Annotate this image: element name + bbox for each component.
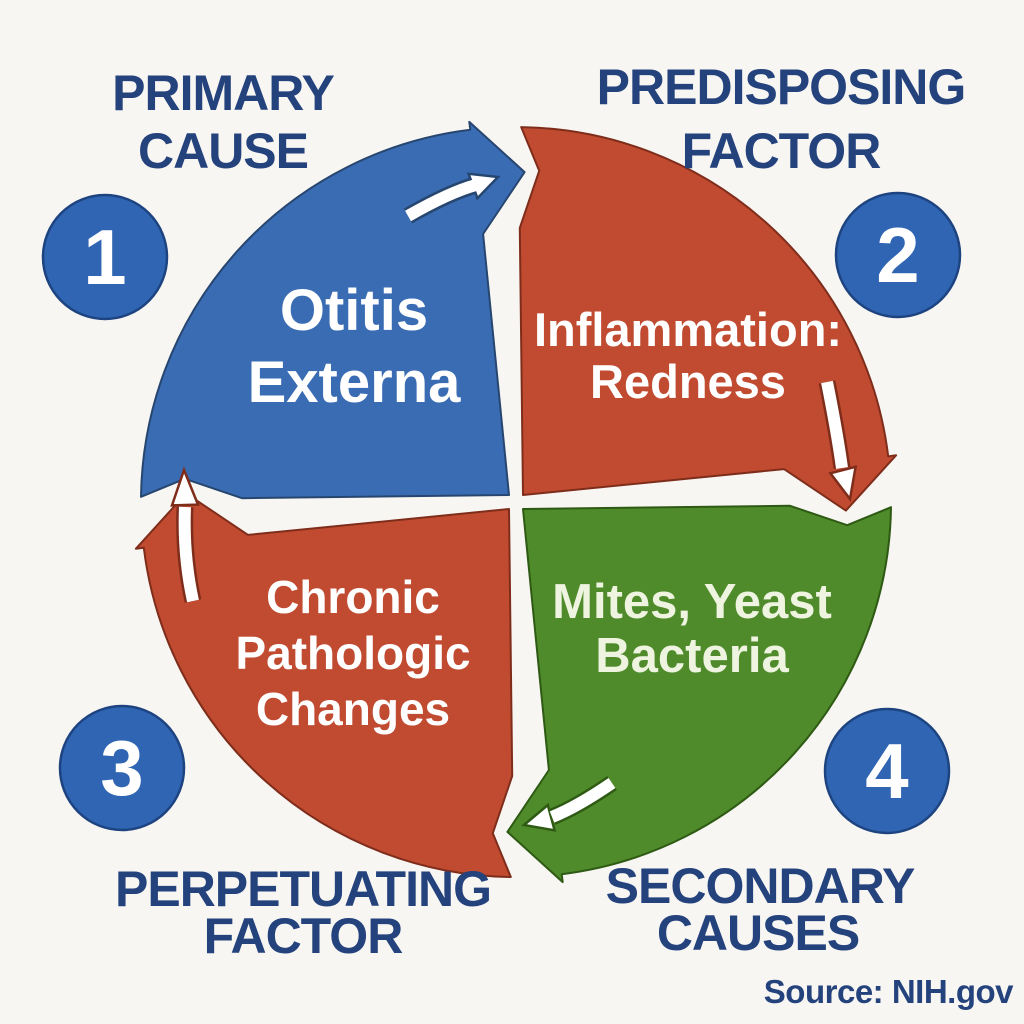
header-predisposing-line2: FACTOR <box>682 123 882 179</box>
badge-1-number: 1 <box>83 213 126 301</box>
header-perpetuating-line2: FACTOR <box>204 908 404 964</box>
arrow-bottom-clockwise-icon <box>521 775 617 832</box>
header-primary-cause-line2: CAUSE <box>138 123 308 179</box>
sector-chronic-changes <box>134 492 514 878</box>
header-secondary-line1: SECONDARY <box>606 858 915 914</box>
corner-headers: PRIMARY CAUSE PREDISPOSING FACTOR PERPET… <box>112 59 966 964</box>
label-chronic-line3: Changes <box>256 683 450 735</box>
sector-inflammation <box>518 126 898 512</box>
header-secondary-line2: CAUSES <box>657 905 859 961</box>
flow-arrows <box>170 172 858 832</box>
label-inflammation-line1: Inflammation: <box>534 303 842 356</box>
quadrant-labels: Otitis Externa Inflammation: Redness Mit… <box>235 278 842 735</box>
label-chronic-line2: Pathologic <box>235 627 470 679</box>
source-attribution: Source: NIH.gov <box>764 973 1014 1010</box>
header-perpetuating-line1: PERPETUATING <box>115 861 491 917</box>
label-microbes-line2: Bacteria <box>595 629 789 683</box>
header-predisposing-line1: PREDISPOSING <box>597 59 966 115</box>
badge-4: 4 <box>823 707 951 835</box>
badge-2-number: 2 <box>876 211 919 299</box>
badge-2: 2 <box>834 191 962 319</box>
arrow-top-clockwise-icon <box>403 172 501 224</box>
label-inflammation-line2: Redness <box>590 355 786 408</box>
label-microbes-line1: Mites, Yeast <box>552 575 832 629</box>
badge-1: 1 <box>41 193 169 321</box>
arrow-left-clockwise-icon <box>170 466 202 603</box>
badge-3: 3 <box>58 704 186 832</box>
arrow-right-clockwise-icon <box>818 380 858 503</box>
label-otitis-line2: Externa <box>248 350 462 415</box>
label-chronic-line1: Chronic <box>266 571 440 623</box>
badge-3-number: 3 <box>100 724 143 812</box>
step-badges: 1 2 3 4 <box>41 191 962 835</box>
label-otitis-line1: Otitis <box>280 278 428 343</box>
badge-4-number: 4 <box>865 727 908 815</box>
sector-otitis-externa <box>140 120 526 500</box>
header-primary-cause-line1: PRIMARY <box>112 65 334 121</box>
